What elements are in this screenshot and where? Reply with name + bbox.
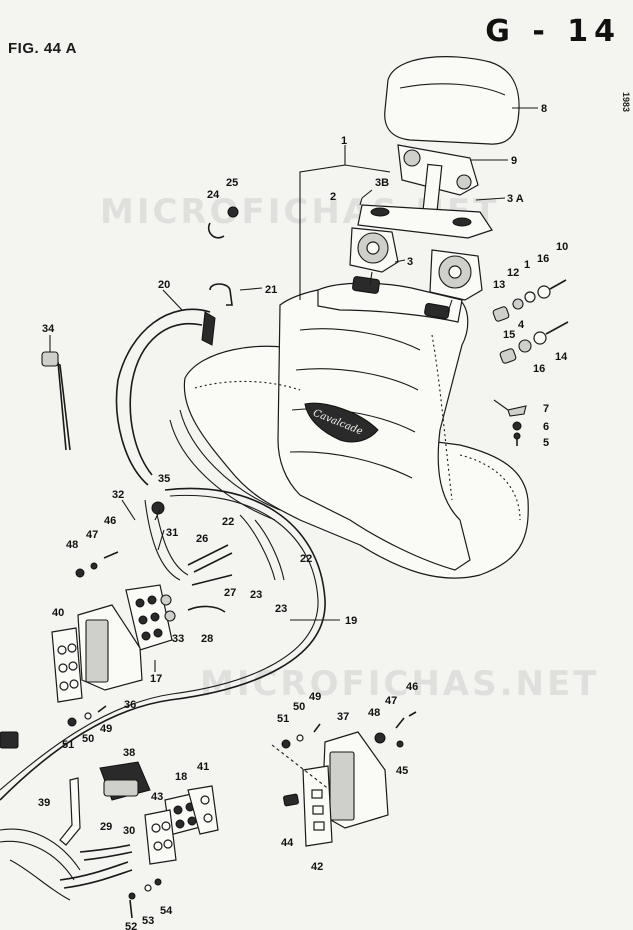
callout-7: 7 xyxy=(543,403,549,415)
callout-1: 1 xyxy=(341,135,347,147)
callout-51a: 51 xyxy=(277,713,289,725)
callout-49a: 49 xyxy=(309,691,321,703)
callout-29: 29 xyxy=(100,821,112,833)
callout-50a: 50 xyxy=(293,701,305,713)
callout-25: 25 xyxy=(226,177,238,189)
callout-46a: 46 xyxy=(406,681,418,693)
callout-50b: 50 xyxy=(82,733,94,745)
callout-35: 35 xyxy=(158,473,170,485)
callout-3b: 3B xyxy=(375,177,389,189)
callout-26: 26 xyxy=(196,533,208,545)
callout-3a: 3 A xyxy=(507,193,524,205)
callout-47b: 47 xyxy=(86,529,98,541)
callout-37: 37 xyxy=(337,711,349,723)
callout-22b: 22 xyxy=(300,553,312,565)
backrest-pad-drawing xyxy=(384,56,520,145)
callout-48b: 48 xyxy=(66,539,78,551)
page-code: G - 14 xyxy=(485,14,621,49)
hoses-drawing xyxy=(187,544,233,613)
callout-3: 3 xyxy=(407,256,413,268)
callout-4: 4 xyxy=(518,319,525,331)
speakers-drawing xyxy=(349,227,483,313)
callout-45: 45 xyxy=(396,765,408,777)
callout-21: 21 xyxy=(265,284,277,296)
junction-box-left-drawing xyxy=(51,501,165,727)
callout-5: 5 xyxy=(543,437,549,449)
callout-27: 27 xyxy=(224,587,236,599)
callout-15: 15 xyxy=(503,329,515,341)
harness-cables-drawing xyxy=(0,308,326,801)
callout-18: 18 xyxy=(175,771,187,783)
callout-30: 30 xyxy=(123,825,135,837)
callout-17: 17 xyxy=(150,673,162,685)
callout-52: 52 xyxy=(125,921,137,930)
leader-lines xyxy=(49,107,538,672)
figure-label: FIG. 44 A xyxy=(8,40,77,57)
callout-19: 19 xyxy=(345,615,357,627)
callout-6: 6 xyxy=(543,421,549,433)
callout-20: 20 xyxy=(158,279,170,291)
callout-23a: 23 xyxy=(250,589,262,601)
callout-16b: 16 xyxy=(533,363,545,375)
callout-43: 43 xyxy=(151,791,163,803)
callout-36: 36 xyxy=(124,699,136,711)
side-code: 1983 xyxy=(621,92,631,113)
callout-38: 38 xyxy=(123,747,135,759)
callout-9: 9 xyxy=(511,155,517,167)
callout-13: 13 xyxy=(493,279,505,291)
callout-41: 41 xyxy=(197,761,209,773)
connector-block-drawing xyxy=(125,584,176,651)
callout-22a: 22 xyxy=(222,516,234,528)
callout-24: 24 xyxy=(207,189,220,201)
clamps-drawing xyxy=(207,206,239,306)
callout-11: 1 xyxy=(524,259,530,271)
callout-39: 39 xyxy=(38,797,50,809)
callout-33: 33 xyxy=(172,633,184,645)
callout-28: 28 xyxy=(201,633,213,645)
callout-14: 14 xyxy=(555,351,568,363)
callout-labels: 1 2 3 3 A 3B 4 5 6 7 8 9 10 1 12 13 14 1… xyxy=(38,103,568,930)
seat-drawing: Cavalcade xyxy=(183,276,529,579)
callout-48a: 48 xyxy=(368,707,380,719)
callout-23b: 23 xyxy=(275,603,287,615)
callout-47a: 47 xyxy=(385,695,397,707)
callout-44: 44 xyxy=(281,837,294,849)
callout-46b: 46 xyxy=(104,515,116,527)
callout-10: 10 xyxy=(556,241,568,253)
callout-16a: 16 xyxy=(537,253,549,265)
callout-31: 31 xyxy=(166,527,178,539)
callout-42: 42 xyxy=(311,861,323,873)
callout-51b: 51 xyxy=(62,739,74,751)
callout-49b: 49 xyxy=(100,723,112,735)
callout-8: 8 xyxy=(541,103,547,115)
callout-34: 34 xyxy=(42,323,55,335)
junction-box-right-drawing xyxy=(271,711,417,847)
lower-components-drawing xyxy=(0,731,219,919)
callout-32: 32 xyxy=(112,489,124,501)
callout-12: 12 xyxy=(507,267,519,279)
callout-53: 53 xyxy=(142,915,154,927)
bracket-drawing xyxy=(357,144,493,239)
callout-40: 40 xyxy=(52,607,64,619)
hardware-right-drawing xyxy=(492,279,569,446)
callout-54: 54 xyxy=(160,905,173,917)
callout-2: 2 xyxy=(330,191,336,203)
